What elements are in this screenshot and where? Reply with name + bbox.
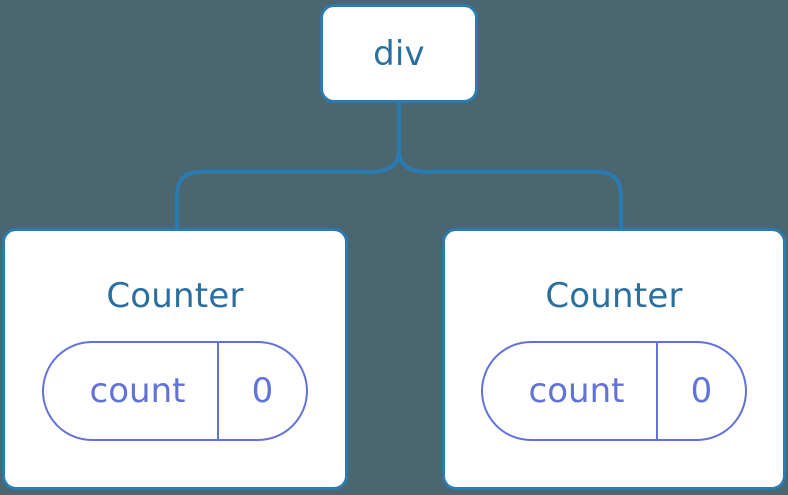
state-key-label: count bbox=[528, 371, 625, 411]
state-pill-divider bbox=[217, 343, 219, 439]
state-pill-wrapper: count 0 bbox=[42, 341, 308, 441]
state-pill-divider bbox=[656, 343, 658, 439]
counter-title: Counter bbox=[106, 276, 244, 316]
connector-branch-left bbox=[175, 148, 401, 230]
root-node-label: div bbox=[373, 33, 425, 74]
node-counter-right[interactable]: Counter count 0 bbox=[442, 228, 786, 490]
state-key-label: count bbox=[89, 371, 186, 411]
state-pill[interactable]: count 0 bbox=[42, 341, 308, 441]
state-value-label: 0 bbox=[690, 371, 713, 411]
state-value-label: 0 bbox=[251, 371, 274, 411]
state-pill-wrapper: count 0 bbox=[481, 341, 747, 441]
connector-branch-right bbox=[397, 148, 623, 230]
node-root-div[interactable]: div bbox=[320, 4, 478, 103]
node-counter-left[interactable]: Counter count 0 bbox=[2, 228, 348, 490]
counter-title: Counter bbox=[545, 276, 683, 316]
state-pill[interactable]: count 0 bbox=[481, 341, 747, 441]
